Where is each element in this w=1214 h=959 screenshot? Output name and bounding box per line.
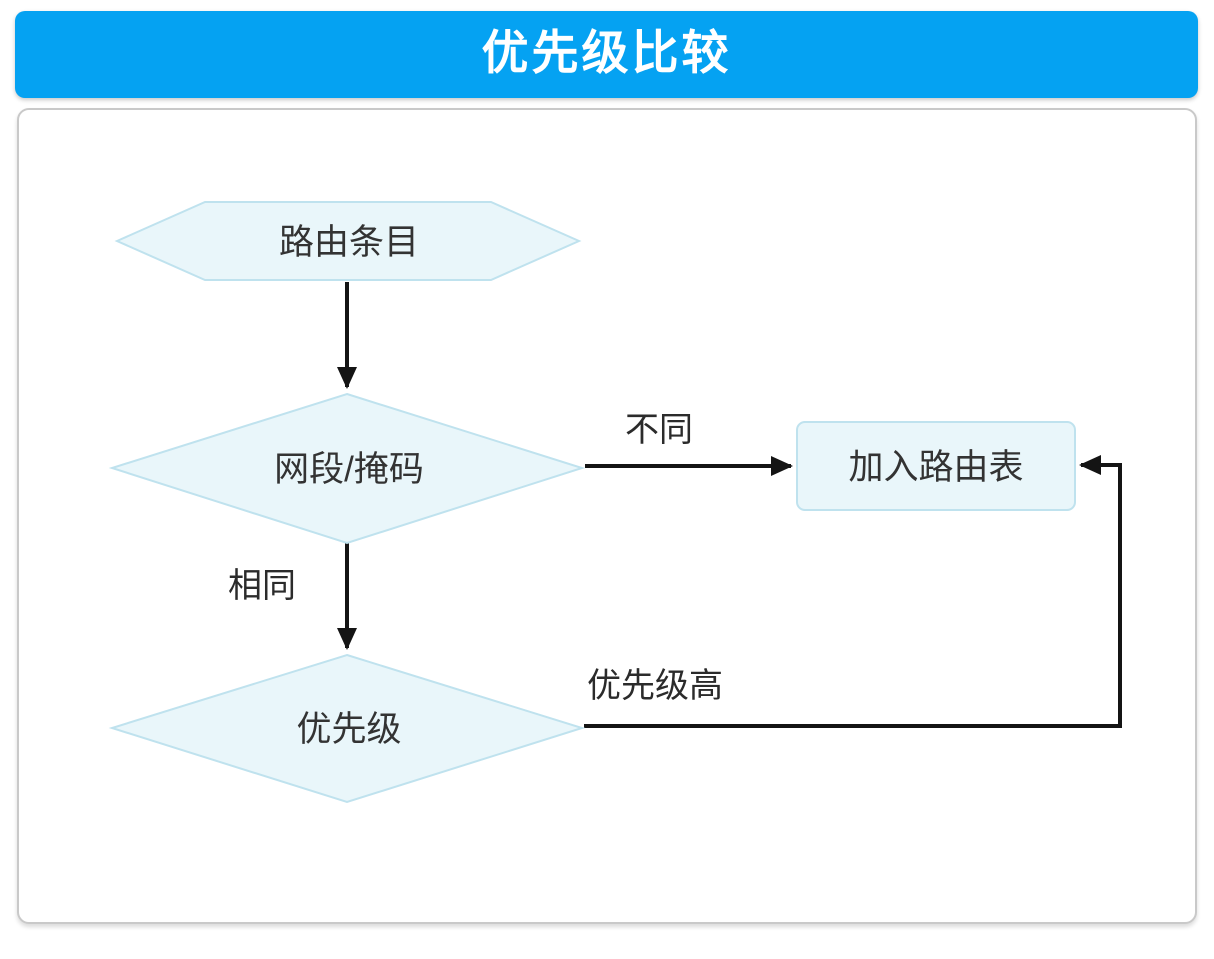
node-label-priority: 优先级: [296, 710, 401, 749]
page-title: 优先级比较: [481, 28, 732, 80]
header-bar: 优先级比较: [15, 11, 1198, 98]
edge-label-different: 不同: [625, 411, 693, 449]
flowchart-panel: 不同 相同 优先级高 路由条目 网段/掩码 加入路由表 优先级: [17, 108, 1197, 924]
node-label-add-routing-table: 加入路由表: [848, 448, 1023, 487]
node-add-routing-table: 加入路由表: [796, 421, 1076, 511]
node-label-segment-mask: 网段/掩码: [274, 450, 424, 489]
node-segment-mask: 网段/掩码: [108, 392, 586, 545]
node-priority: 优先级: [108, 653, 586, 804]
edge-label-priority-high: 优先级高: [587, 667, 723, 705]
node-label-route-entry: 路由条目: [279, 223, 419, 262]
flowchart-canvas: 不同 相同 优先级高 路由条目 网段/掩码 加入路由表 优先级: [108, 201, 1122, 804]
node-route-entry: 路由条目: [114, 201, 582, 281]
rectangle-shape: [796, 421, 1076, 511]
diamond-shape: [108, 653, 586, 804]
edge-label-same: 相同: [228, 567, 296, 605]
diamond-shape: [108, 392, 586, 545]
hexagon-shape: [114, 201, 582, 281]
edge-priority-to-routing-table: [584, 455, 1122, 728]
